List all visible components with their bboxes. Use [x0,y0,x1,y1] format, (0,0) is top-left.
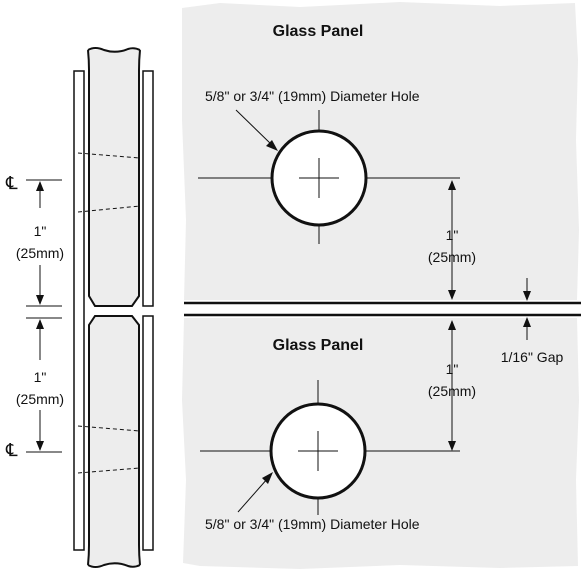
left-hinge-plate [73,70,85,551]
lower-glass-break [87,562,141,568]
bottom-dim-arrow-up [448,320,456,330]
side-top-inch: 1" [34,223,47,239]
gap-arrow-down [523,291,531,301]
gap-label: 1/16" Gap [501,349,564,365]
bottom-panel-label: Glass Panel [273,337,364,354]
right-lower-hinge-plate [142,315,154,551]
top-hole-label-text: 5/8" or 3/4" (19mm) Diameter Hole [205,88,420,104]
side-bottom-mm: (25mm) [16,391,64,407]
side-bottom-arrow-up [36,319,44,329]
side-top-arrow-down [36,295,44,305]
centerline-symbol-bottom: ℄ [5,440,18,460]
top-hole-label: 5/8" or 3/4" (19mm) Diameter Hole [205,88,420,104]
bottom-hole-leader-line [237,477,269,513]
bottom-dim-inch: 1" [446,361,459,377]
top-dim-arrow-down [448,290,456,300]
top-dim-mm: (25mm) [428,249,476,265]
gap-arrow-up [523,317,531,327]
side-top-mm: (25mm) [16,245,64,261]
lower-glass-section [87,315,141,566]
top-dim-inch: 1" [446,227,459,243]
upper-glass-break [87,47,141,53]
top-dim-arrow-up [448,180,456,190]
side-bottom-inch: 1" [34,369,47,385]
side-hole-dashes [77,152,141,474]
top-hole-leader-arrowhead [266,140,278,151]
side-top-arrow-up [36,181,44,191]
top-glass-panel [182,2,579,300]
bottom-dim-mm: (25mm) [428,383,476,399]
bottom-dim-arrow-down [448,441,456,451]
right-upper-hinge-plate [142,70,154,307]
bottom-glass-panel [182,318,579,569]
bottom-hole-label-text: 5/8" or 3/4" (19mm) Diameter Hole [205,516,420,532]
upper-glass-section [87,49,141,307]
bottom-hole-label: 5/8" or 3/4" (19mm) Diameter Hole [205,516,420,532]
top-panel-label: Glass Panel [273,23,364,40]
centerline-symbol-top: ℄ [5,173,18,193]
top-hole-leader-line [235,109,273,146]
bottom-hole-leader-arrowhead [262,472,273,484]
side-bottom-arrow-down [36,441,44,451]
